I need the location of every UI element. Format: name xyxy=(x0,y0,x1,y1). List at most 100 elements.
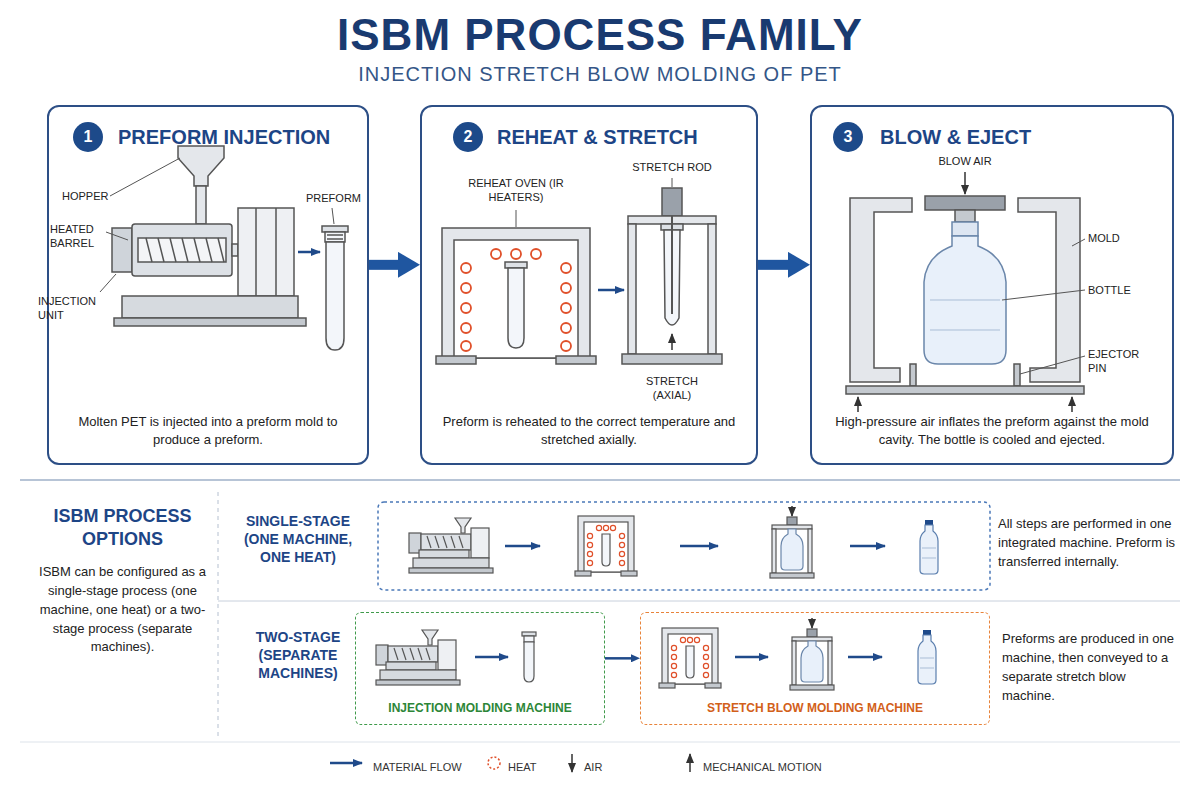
legend-text: AIR xyxy=(584,761,602,773)
label-slot: BLOW AIR xyxy=(920,154,1010,168)
single-stage-flow xyxy=(505,545,540,548)
preform xyxy=(508,268,524,348)
two-stage-flow xyxy=(918,630,936,684)
machine-box: INJECTION MOLDING MACHINE xyxy=(355,612,605,725)
injection-machine xyxy=(196,186,206,224)
callout-number: 1 xyxy=(84,128,93,146)
title-slot: ISBM PROCESS FAMILY xyxy=(0,10,1200,60)
box-text: INJECTION MOLDING MACHINE xyxy=(388,701,571,716)
injection-machine xyxy=(232,244,238,256)
section-divider xyxy=(218,492,219,738)
label-slot: INJECTION UNIT xyxy=(38,294,100,323)
callout-number: 2 xyxy=(464,128,473,146)
single-stage-flow xyxy=(409,506,938,578)
leader-line xyxy=(1002,290,1085,300)
process-arrow xyxy=(758,260,788,270)
two-stage-flow xyxy=(376,630,460,685)
label-slot: STRETCH ROD xyxy=(622,160,722,174)
motion-arrow xyxy=(857,397,859,412)
single-stage-flow xyxy=(575,516,637,576)
preform xyxy=(325,232,345,242)
legend-item: MATERIAL FLOW xyxy=(373,757,462,775)
ir-heater xyxy=(461,323,471,333)
leader-line xyxy=(100,158,334,292)
legend-sample xyxy=(488,757,500,769)
injection-machine xyxy=(112,146,306,326)
injection-machine xyxy=(178,146,224,186)
single-stage-flow xyxy=(770,506,814,578)
two-stage-flow xyxy=(376,618,936,690)
motion-arrow xyxy=(671,334,673,350)
part-label: BLOW AIR xyxy=(920,154,1010,168)
leader-line xyxy=(672,178,673,187)
ir-heater xyxy=(561,263,571,273)
machine-box: STRETCH BLOW MOLDING MACHINE xyxy=(640,612,990,725)
section-divider xyxy=(20,742,1180,743)
two-stage-flow xyxy=(475,656,508,659)
leader-line xyxy=(1020,356,1085,374)
injection-machine xyxy=(114,318,306,326)
ir-heater xyxy=(491,249,501,259)
label-slot: MOLD xyxy=(1088,231,1120,245)
step-heading: BLOW & EJECT xyxy=(880,125,1031,149)
blow-mold xyxy=(955,210,975,222)
part-label: BOTTLE xyxy=(1088,283,1131,297)
option-note: All steps are performed in one integrate… xyxy=(998,515,1176,572)
reheat-oven xyxy=(436,356,476,364)
label-slot: PREFORM xyxy=(306,191,361,205)
ir-heater xyxy=(561,303,571,313)
section-divider xyxy=(20,480,1180,742)
motion-arrow xyxy=(1071,397,1073,412)
step-number: 3 xyxy=(833,122,863,152)
legend-item: MECHANICAL MOTION xyxy=(703,757,822,775)
injection-machine xyxy=(238,208,294,296)
bottle xyxy=(930,300,1000,330)
label-slot: BOTTLE xyxy=(1088,283,1131,297)
leader-line xyxy=(110,158,180,196)
label-slot: INJECTION STRETCH BLOW MOLDING OF PET xyxy=(0,62,1200,86)
blow-mold xyxy=(1018,198,1080,382)
label-slot: SINGLE-STAGE (ONE MACHINE, ONE HEAT) xyxy=(228,512,368,567)
bottle xyxy=(952,222,978,236)
box-text: Molten PET is injected into a preform mo… xyxy=(49,413,367,449)
injection-machine xyxy=(132,224,232,276)
box-text: STRETCH BLOW MOLDING MACHINE xyxy=(707,701,923,716)
preform xyxy=(326,242,344,350)
box-text: High-pressure air inflates the preform a… xyxy=(812,413,1172,449)
legend-text: HEAT xyxy=(508,761,537,773)
ir-heater xyxy=(461,303,471,313)
ir-heater xyxy=(461,263,471,273)
stretch-station xyxy=(622,354,722,364)
two-stage-flow xyxy=(735,656,768,659)
part-label: PREFORM xyxy=(306,191,361,205)
callout-number: 3 xyxy=(844,128,853,146)
blow-mold xyxy=(846,196,1084,394)
single-stage-flow xyxy=(680,545,718,548)
leader-line xyxy=(106,232,128,240)
preform xyxy=(505,262,527,348)
ir-heater xyxy=(531,249,541,259)
section-divider xyxy=(20,479,1180,481)
process-panel: PREFORM INJECTION Molten PET is injected … xyxy=(47,105,369,465)
box-text: Preform is reheated to the correct tempe… xyxy=(422,413,756,449)
part-label: HEATED BARREL xyxy=(50,222,105,251)
label-slot: ISBM PROCESS OPTIONS xyxy=(35,505,210,550)
flow-arrow xyxy=(598,289,624,292)
legend-item: HEAT xyxy=(508,757,537,775)
label-slot: REHEAT OVEN (IR HEATERS) xyxy=(451,176,581,205)
preform xyxy=(322,226,348,232)
legend-item: AIR xyxy=(584,757,602,775)
leader-line xyxy=(332,208,334,224)
stretch-station xyxy=(662,188,682,216)
label-slot: Preforms are produced in one machine, th… xyxy=(1002,630,1178,705)
bottle xyxy=(924,222,1006,364)
blow-mold xyxy=(910,364,916,386)
blow-mold xyxy=(850,198,912,382)
blow-mold xyxy=(925,196,1005,210)
subtitle: INJECTION STRETCH BLOW MOLDING OF PET xyxy=(0,62,1200,86)
option-heading: SINGLE-STAGE (ONE MACHINE, ONE HEAT) xyxy=(228,512,368,567)
label-slot: STRETCH (AXIAL) xyxy=(627,374,717,403)
step-heading: PREFORM INJECTION xyxy=(118,125,330,149)
ir-heater xyxy=(461,283,471,293)
